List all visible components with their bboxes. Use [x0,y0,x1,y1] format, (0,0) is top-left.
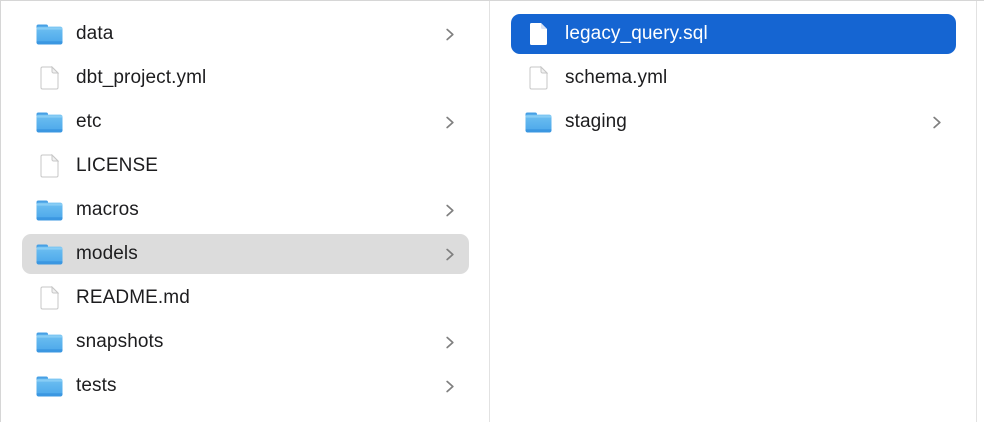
finder-item-macros[interactable]: macros [22,188,469,232]
finder-item-schema-yml[interactable]: schema.yml [511,56,956,100]
file-icon [524,20,552,48]
item-label: staging [565,111,627,132]
item-label: macros [76,199,139,220]
folder-icon [35,196,63,224]
finder-item-tests[interactable]: tests [22,364,469,408]
chevron-right-icon [445,379,457,394]
file-icon [35,64,63,92]
item-label: data [76,23,114,44]
item-label: schema.yml [565,67,668,88]
chevron-right-icon [445,335,457,350]
chevron-right-icon [932,115,944,130]
finder-item-data[interactable]: data [22,12,469,56]
item-label: README.md [76,287,190,308]
finder-item-staging[interactable]: staging [511,100,956,144]
item-label: etc [76,111,102,132]
finder-item-snapshots[interactable]: snapshots [22,320,469,364]
finder-column-3 [977,1,984,422]
finder-item-models[interactable]: models [22,234,469,274]
folder-icon [35,108,63,136]
folder-icon [35,328,63,356]
item-label: snapshots [76,331,164,352]
item-label: LICENSE [76,155,159,176]
folder-icon [35,240,63,268]
finder-item-legacy-query-sql[interactable]: legacy_query.sql [511,14,956,54]
item-label: dbt_project.yml [76,67,207,88]
file-icon [524,64,552,92]
finder-column-2: legacy_query.sql schema.yml staging [490,1,977,422]
chevron-right-icon [445,247,457,262]
chevron-right-icon [445,115,457,130]
item-label: models [76,243,138,264]
finder-item-readme-md[interactable]: README.md [22,276,469,320]
finder-item-dbt-project-yml[interactable]: dbt_project.yml [22,56,469,100]
item-label: tests [76,375,117,396]
folder-icon [35,20,63,48]
file-icon [35,284,63,312]
chevron-right-icon [445,27,457,42]
folder-icon [35,372,63,400]
file-icon [35,152,63,180]
finder-item-license[interactable]: LICENSE [22,144,469,188]
item-label: legacy_query.sql [565,23,708,44]
finder-item-etc[interactable]: etc [22,100,469,144]
folder-icon [524,108,552,136]
chevron-right-icon [445,203,457,218]
